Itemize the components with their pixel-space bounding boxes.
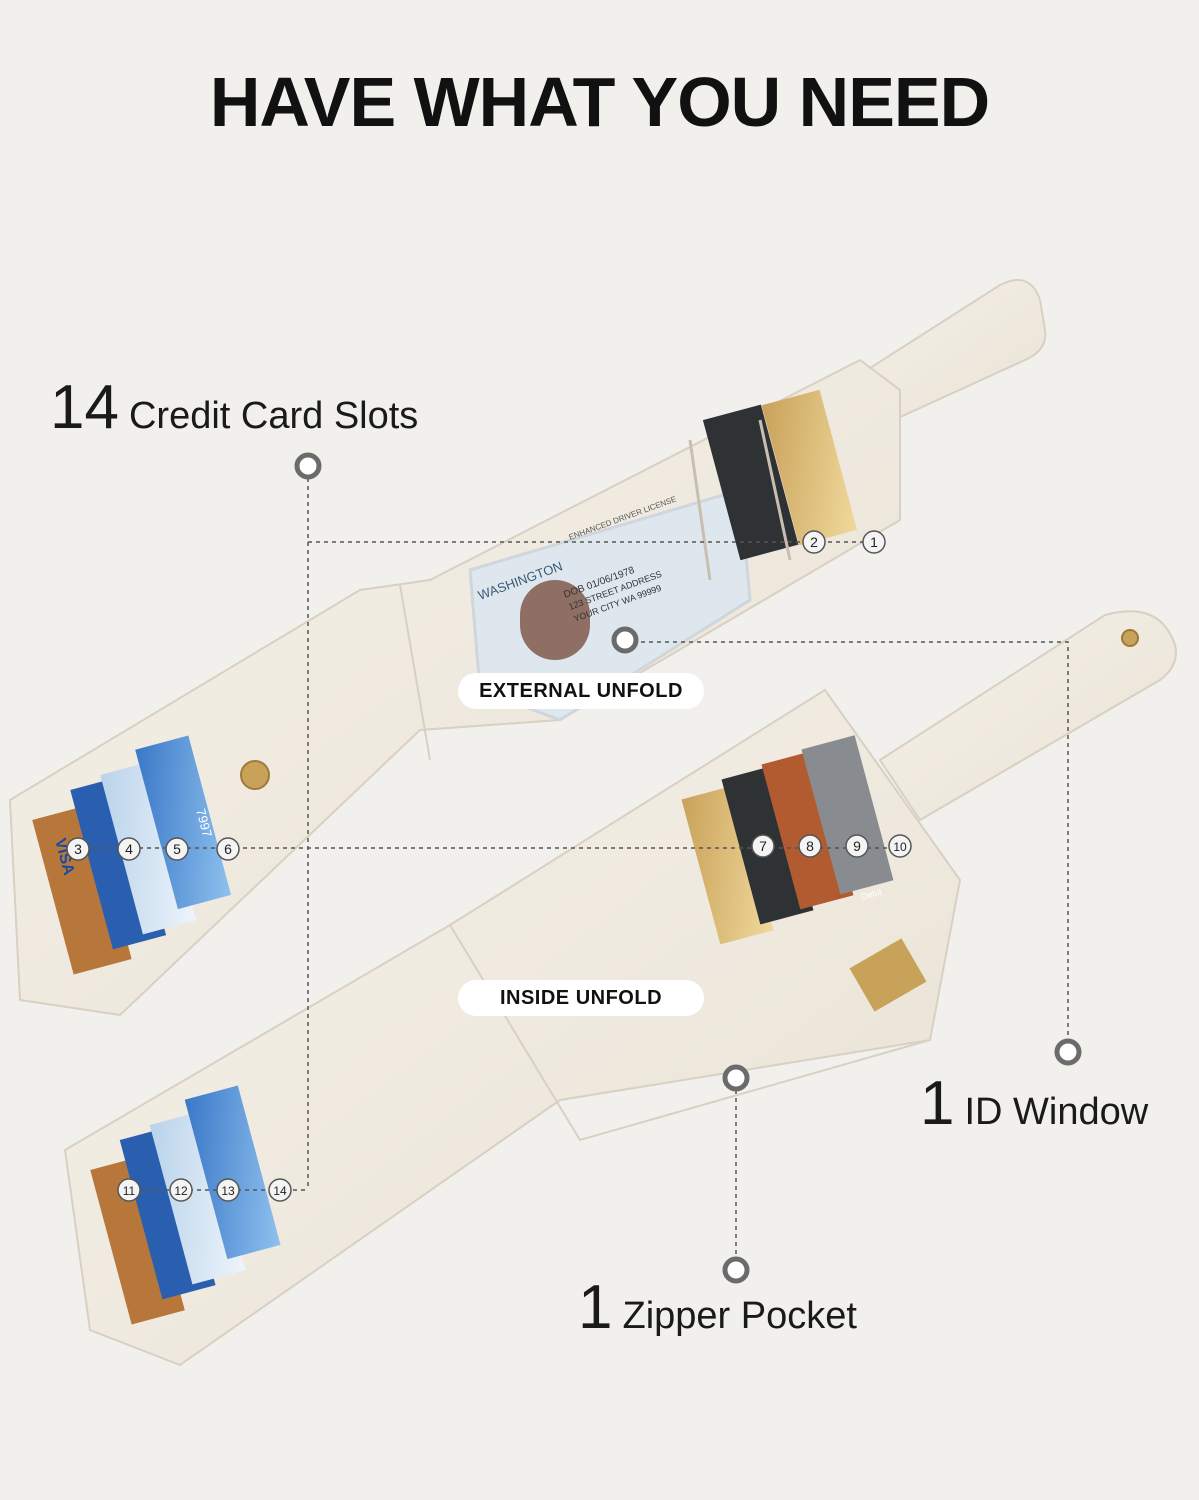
- slot-marker-number: 1: [870, 534, 878, 550]
- slot-marker-9: 9: [845, 834, 869, 858]
- slot-marker-number: 6: [224, 841, 232, 857]
- slot-marker-6: 6: [216, 837, 240, 861]
- slot-marker-number: 8: [806, 838, 814, 854]
- slot-marker-11: 11: [117, 1178, 141, 1202]
- slot-marker-number: 5: [173, 841, 181, 857]
- slot-marker-number: 11: [123, 1184, 136, 1198]
- id-photo: [520, 580, 590, 660]
- slot-marker-13: 13: [216, 1178, 240, 1202]
- zipper-pocket-count: 1: [578, 1273, 613, 1342]
- slot-marker-5: 5: [165, 837, 189, 861]
- slot-marker-7: 7: [751, 834, 775, 858]
- slot-marker-8: 8: [798, 834, 822, 858]
- card-black: [702, 404, 799, 561]
- slot-marker-2: 2: [802, 530, 826, 554]
- slot-marker-number: 14: [273, 1184, 287, 1198]
- strap-snap: [1121, 629, 1139, 647]
- callout-rings: [294, 452, 1082, 1284]
- inside-unfold-label: INSIDE UNFOLD: [458, 980, 704, 1016]
- slot-marker-1: 1: [862, 530, 886, 554]
- id-window: [468, 488, 752, 722]
- external-unfold-label: EXTERNAL UNFOLD: [458, 673, 704, 709]
- slot-marker-12: 12: [169, 1178, 193, 1202]
- slot-marker-4: 4: [117, 837, 141, 861]
- card-visa: [32, 804, 132, 975]
- slot-marker-number: 10: [893, 840, 907, 854]
- id-window-label: ID Window: [964, 1091, 1149, 1133]
- callout-zip-label: [722, 1256, 750, 1284]
- headline: HAVE WHAT YOU NEED: [209, 63, 990, 141]
- slot-marker-number: 9: [853, 838, 861, 854]
- slot-marker-number: 13: [221, 1184, 235, 1198]
- id-window-count: 1: [920, 1069, 955, 1138]
- callout-id: [611, 626, 639, 654]
- zipper-pull: [849, 938, 927, 1012]
- slot-marker-number: 12: [174, 1184, 188, 1198]
- card-slots-count: 14: [50, 373, 119, 442]
- slot-marker-3: 3: [66, 837, 90, 861]
- slot-marker-number: 7: [759, 838, 767, 854]
- card-gold: [761, 389, 858, 546]
- slot-marker-number: 4: [125, 841, 133, 857]
- slot-marker-10: 10: [888, 834, 912, 858]
- callout-cards: [294, 452, 322, 480]
- snap-button: [240, 760, 270, 790]
- slot-marker-14: 14: [268, 1178, 292, 1202]
- card-slots-label: Credit Card Slots: [128, 395, 419, 437]
- callout-id-label: [1054, 1038, 1082, 1066]
- zipper-pocket-label: Zipper Pocket: [622, 1295, 857, 1337]
- strap: [878, 610, 1177, 822]
- slot-marker-number: 3: [74, 841, 82, 857]
- slot-marker-number: 2: [810, 534, 818, 550]
- card-digits-text: 7997: [193, 807, 215, 839]
- callout-zip: [722, 1064, 750, 1092]
